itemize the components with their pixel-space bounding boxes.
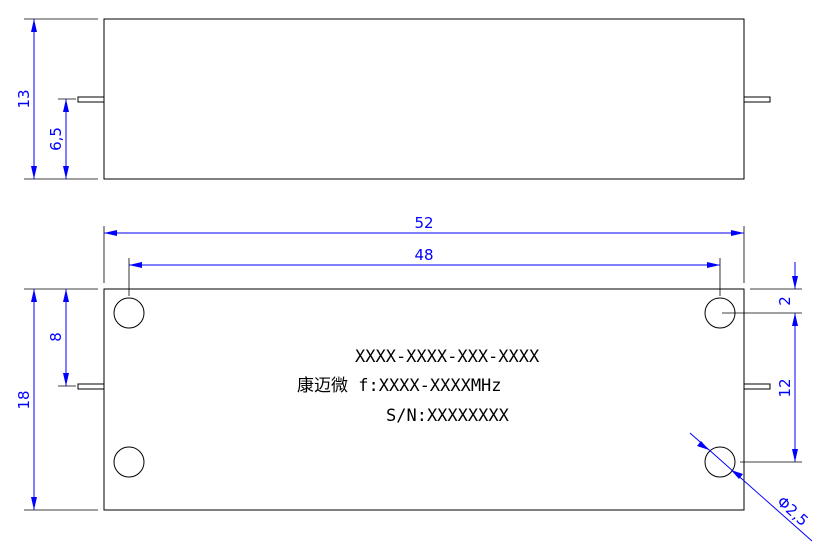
- hole-top-left: [113, 297, 145, 329]
- top-right-pin: [743, 96, 771, 103]
- dim-body-height: 18: [15, 390, 33, 409]
- dim-hole-spacing: 48: [414, 246, 433, 264]
- front-body: [103, 288, 745, 511]
- dim-top-pin-height: 6,5: [47, 127, 65, 151]
- top-body: [103, 18, 745, 180]
- top-view: 13 6,5: [15, 18, 771, 180]
- hole-bottom-right: [704, 446, 736, 478]
- dim-top-height: 13: [15, 89, 33, 108]
- label-serial: S/N:XXXXXXXX: [386, 406, 510, 426]
- hole-bottom-left: [113, 446, 145, 478]
- front-view: 52 48 18 8 2 12: [15, 214, 813, 542]
- dim-hole-diameter-leader: [689, 432, 813, 542]
- dim-pin-from-top: 8: [47, 332, 65, 342]
- front-right-pin: [743, 383, 771, 390]
- label-part-number: XXXX-XXXX-XXX-XXXX: [355, 347, 540, 367]
- dim-overall-width: 52: [414, 214, 433, 232]
- dim-hole-offset: 2: [776, 296, 794, 306]
- front-left-pin: [77, 383, 105, 390]
- dim-hole-vertical-spacing: 12: [776, 378, 794, 397]
- top-left-pin: [77, 96, 105, 103]
- label-frequency: 康迈微 f:XXXX-XXXXMHz: [297, 376, 502, 396]
